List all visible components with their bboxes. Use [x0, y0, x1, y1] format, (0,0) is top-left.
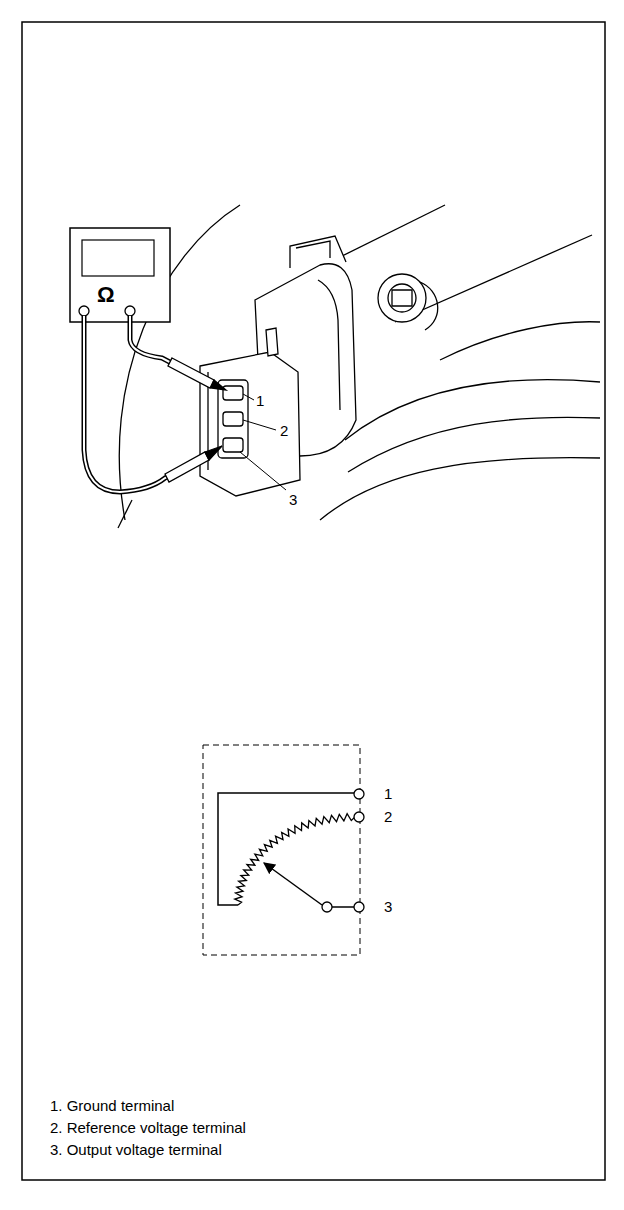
leader-line: [240, 394, 286, 490]
wiper-arrow: [264, 863, 322, 905]
sensor-connector: [200, 328, 300, 496]
sensor-schematic: [203, 745, 364, 955]
terminal-number: 3: [384, 899, 392, 916]
callout-number: 2: [280, 423, 288, 440]
ohmmeter: [70, 228, 170, 322]
legend-text: 3. Output voltage terminal: [50, 1142, 222, 1159]
resistor-symbol: [235, 814, 355, 905]
legend-text: 2. Reference voltage terminal: [50, 1120, 246, 1137]
callout-number: 3: [289, 492, 297, 509]
terminal-number: 1: [384, 786, 392, 803]
terminal-number: 2: [384, 809, 392, 826]
throttle-body: [118, 205, 600, 528]
frame: [22, 22, 605, 1180]
test-probe: [165, 358, 226, 482]
callout-number: 1: [256, 393, 264, 410]
legend-text: 1. Ground terminal: [50, 1098, 174, 1115]
unit-symbol: Ω: [97, 283, 115, 307]
